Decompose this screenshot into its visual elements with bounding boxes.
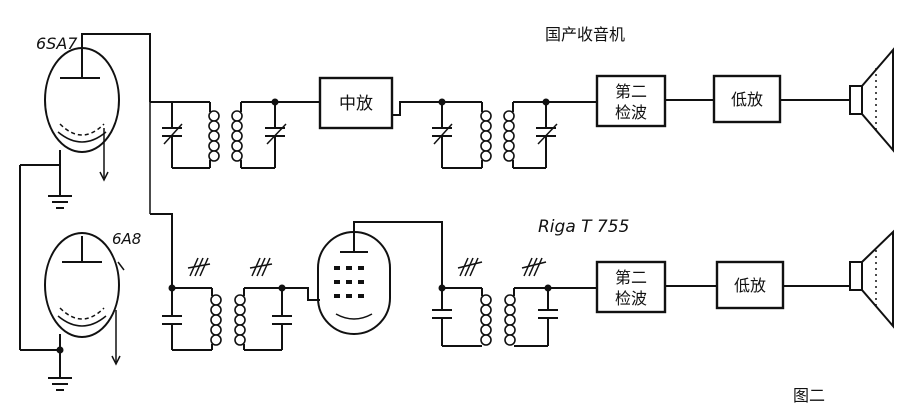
block-second-detector-bottom: 第二 检波 (595, 260, 667, 314)
header-caption: 国产收音机 (545, 25, 625, 44)
audio-amp-label: 低放 (731, 90, 763, 109)
ground-symbol-bottom (48, 377, 72, 391)
top-receiver-chain: 6SA7 (20, 25, 894, 214)
block-if-amp-label: 中放 (339, 94, 373, 114)
bottom-receiver-chain: 6A8 (19, 165, 894, 391)
block-audio-amp-top: 低放 (712, 74, 782, 124)
detector-label-line1: 第二 (615, 268, 647, 287)
if-transformer-2 (432, 98, 558, 169)
pentode-tube (317, 231, 391, 335)
ground-symbol-top (48, 195, 72, 209)
block-if-amp: 中放 (318, 76, 394, 130)
tube-6a8 (44, 232, 125, 366)
tube-label-6a8: 6A8 (112, 230, 141, 248)
detector-label-line2: 检波 (615, 289, 647, 308)
speaker-bottom-icon (849, 229, 894, 329)
if-transformer-1 (162, 98, 287, 169)
audio-amp-label: 低放 (734, 276, 766, 295)
figure-label: 图二 (793, 386, 825, 405)
tube-label-6sa7: 6SA7 (36, 34, 78, 53)
if-transformer-3 (162, 257, 292, 351)
foreign-model-caption: Riga T 755 (538, 217, 629, 237)
if-transformer-4 (432, 257, 558, 347)
block-second-detector-top: 第二 检波 (595, 74, 667, 128)
detector-label-line2: 检波 (615, 103, 647, 122)
detector-label-line1: 第二 (615, 82, 647, 101)
plate-wire (81, 33, 151, 102)
block-audio-amp-bottom: 低放 (715, 260, 785, 310)
speaker-top-icon (849, 47, 894, 153)
tube-6sa7 (44, 47, 120, 182)
